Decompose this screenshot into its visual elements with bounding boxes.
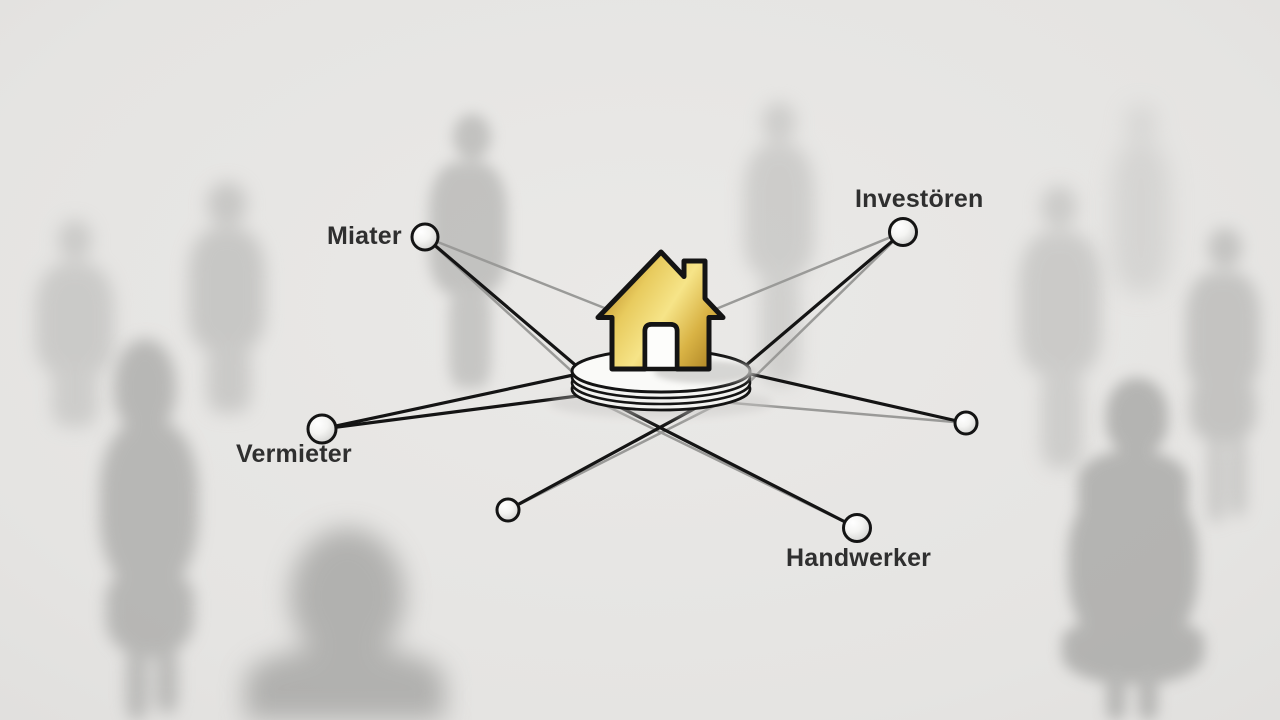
node-vermieter: [306, 413, 338, 445]
node-label-handwerker: Handwerker: [786, 544, 932, 572]
connector-line: [744, 371, 968, 425]
person-silhouette-walking-woman-right: [1058, 372, 1208, 720]
person-silhouette: [740, 100, 818, 390]
person-silhouette-foreground-head: [245, 528, 445, 720]
person-silhouette-walking-woman-left: [92, 335, 207, 720]
person-silhouette: [1182, 222, 1264, 522]
node-label-mieter: Miater: [327, 222, 402, 250]
person-silhouette: [30, 215, 120, 430]
node-label-vermieter: Vermieter: [236, 440, 352, 468]
person-silhouette: [1110, 105, 1172, 295]
node-unlabeled-bottom-left: [495, 497, 521, 523]
connector-line: [423, 235, 609, 311]
connector-line: [320, 372, 580, 431]
node-mieter: [410, 222, 440, 252]
gold-house-icon: [595, 249, 726, 372]
node-handwerker: [842, 513, 872, 543]
connector-line: [600, 396, 859, 530]
node-investoren: [888, 217, 918, 247]
person-silhouette: [1015, 182, 1105, 472]
connector-line: [423, 235, 582, 371]
diagram-nodes: [306, 217, 979, 543]
house-door: [642, 322, 680, 372]
node-label-investoren: Investören: [855, 185, 984, 213]
connector-line: [733, 230, 905, 398]
node-unlabeled-right: [953, 410, 979, 436]
connector-line: [714, 230, 905, 311]
connector-line: [742, 230, 905, 369]
person-silhouette: [185, 178, 270, 413]
